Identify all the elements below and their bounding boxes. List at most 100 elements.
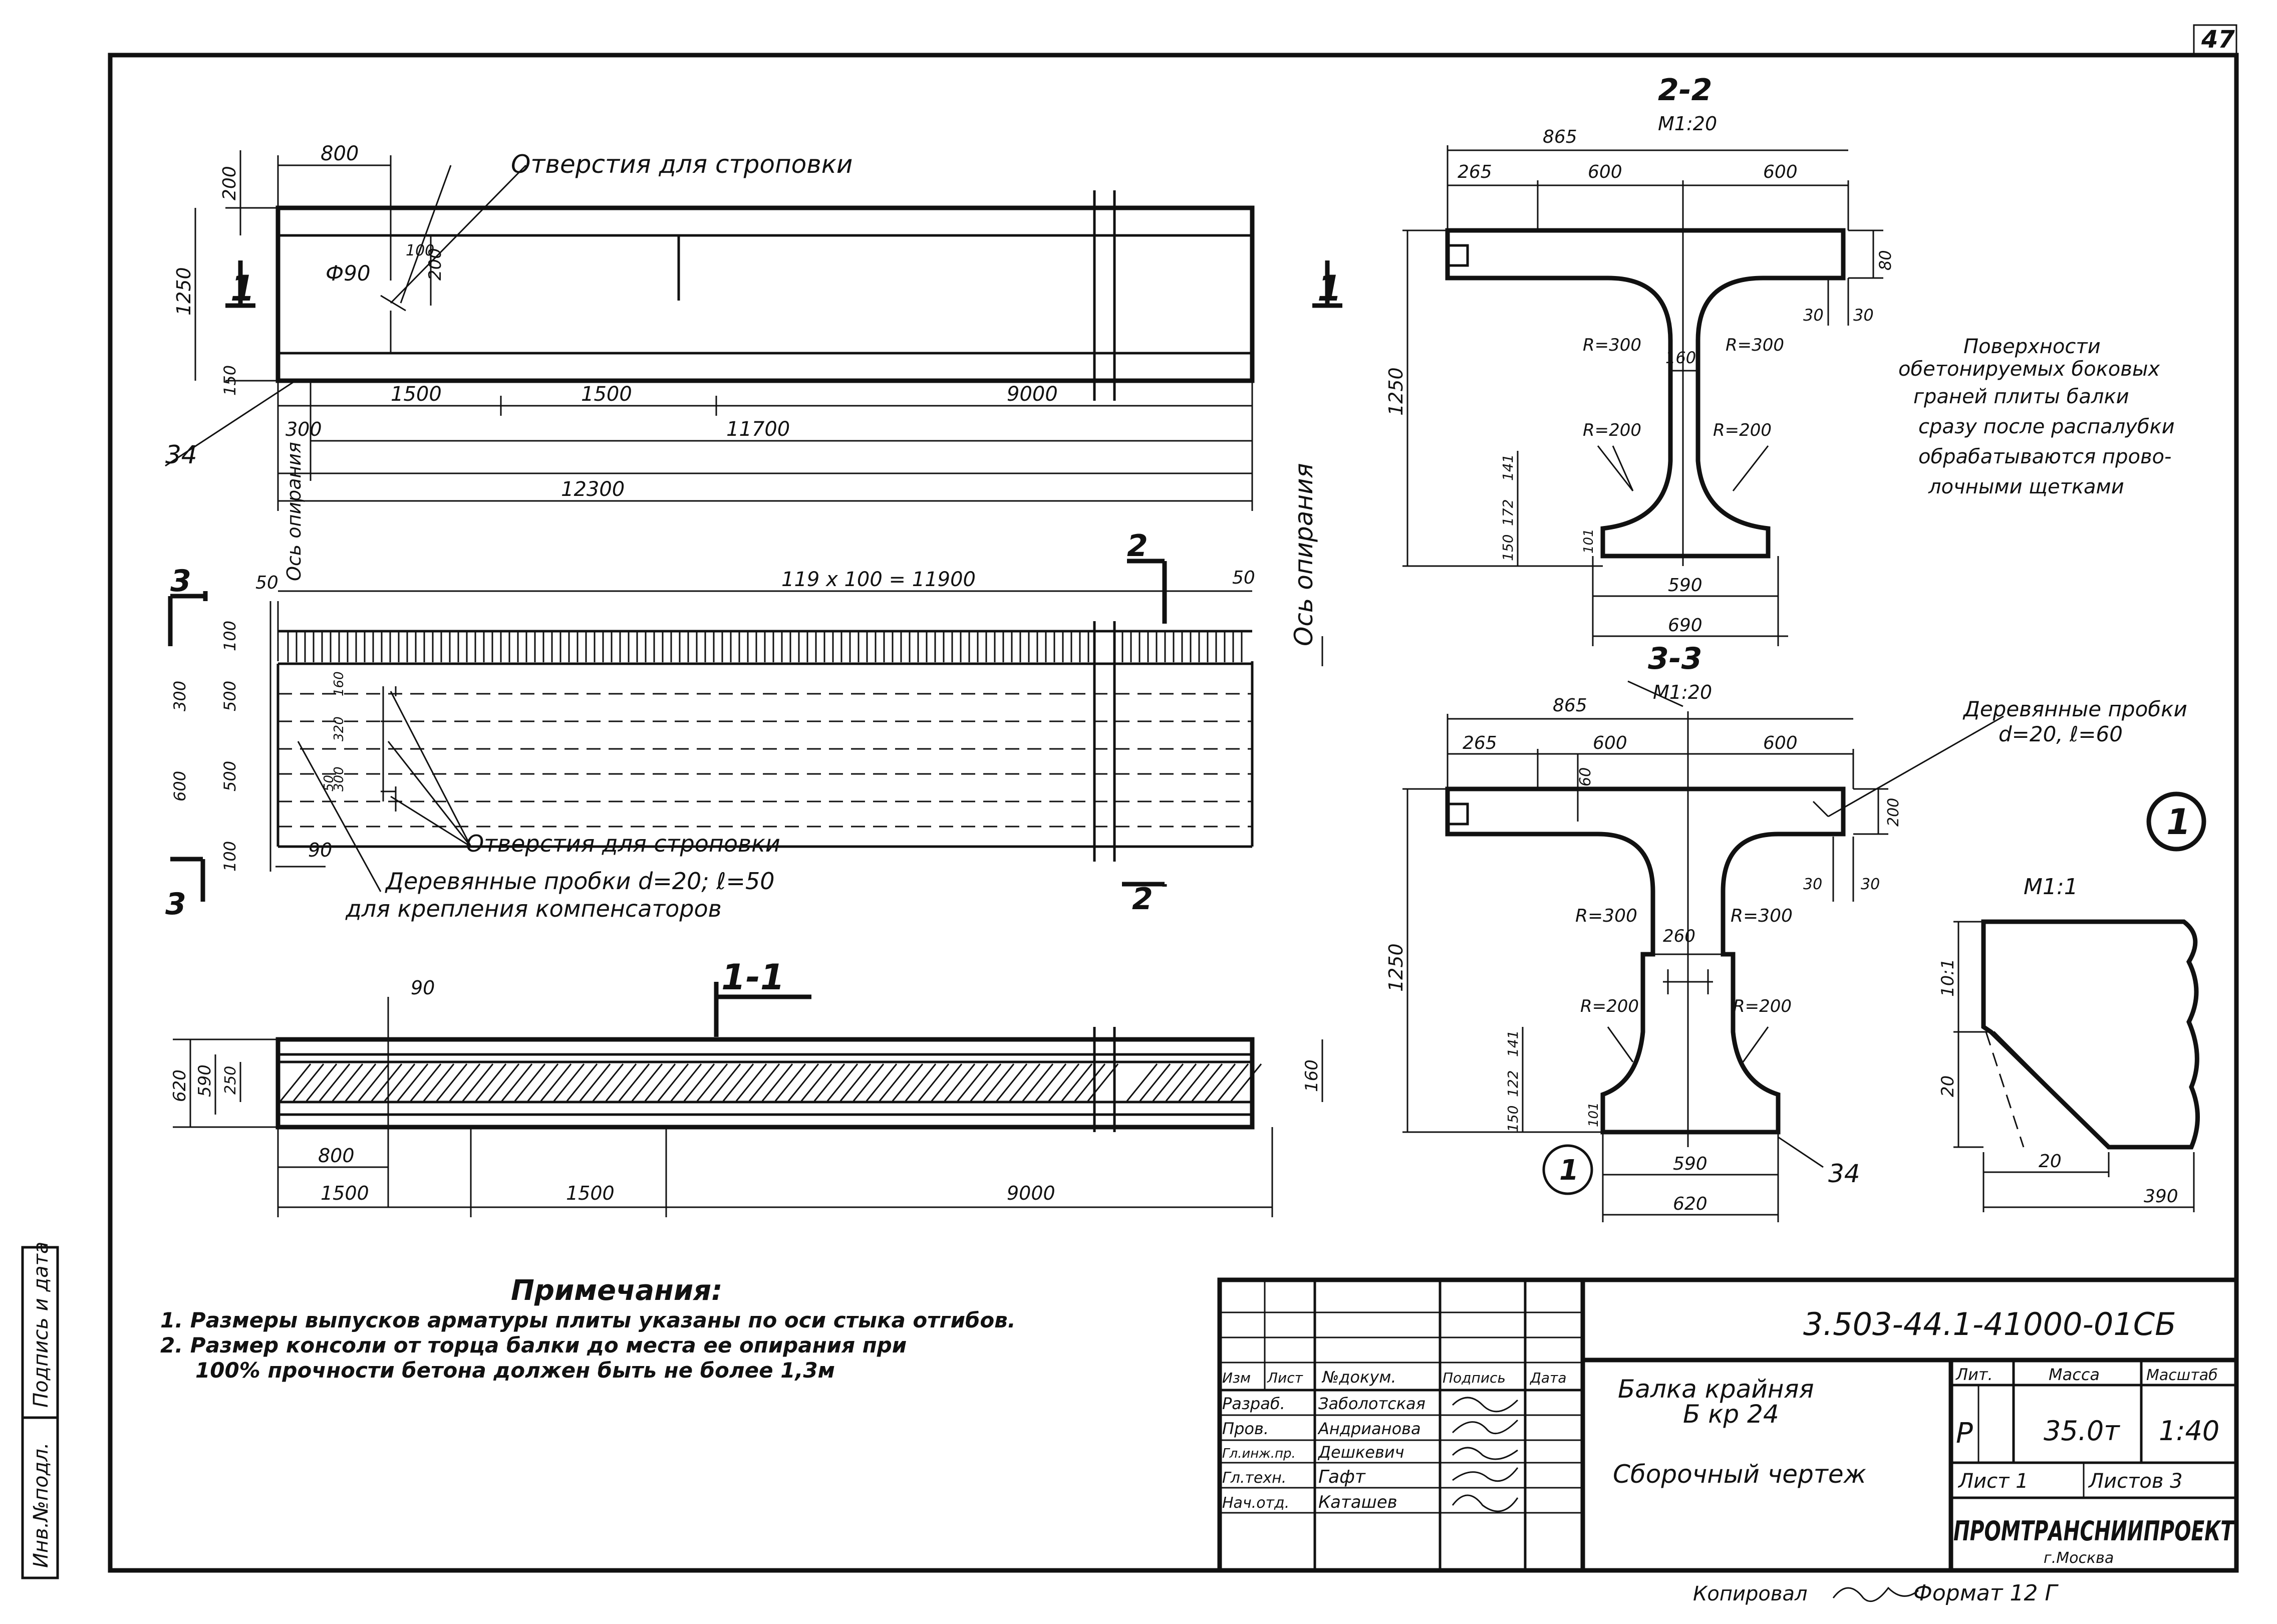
hatch-line (983, 1063, 1015, 1102)
tb-name-row-5: Каташев (1318, 1492, 1397, 1512)
hatch-line (293, 1063, 325, 1102)
hatch-line (631, 1063, 663, 1102)
sheet-frame (21, 24, 2239, 1579)
tb-name-3: Сборочный чертеж (1613, 1460, 1866, 1489)
dim-s33-265: 265 (1463, 733, 1497, 753)
hatch-line (462, 1063, 494, 1102)
tb-role-4: Гл.техн. (1222, 1469, 1286, 1487)
tb-name-row-2: Андрианова (1317, 1419, 1421, 1438)
dim-s33-60: 60 (1577, 767, 1594, 786)
hatch-line (501, 1063, 533, 1102)
dim-s11-90: 90 (411, 977, 435, 999)
dim-s33-122: 122 (1505, 1070, 1521, 1097)
hatch-line (1178, 1063, 1210, 1102)
tb-scale-label: Масштаб (2146, 1367, 2218, 1384)
tb-lit-label: Лит. (1955, 1365, 1993, 1384)
label-holes-top: Отверстия для строповки (511, 150, 852, 179)
beam-plan-view (165, 150, 1342, 511)
hatch-line (787, 1063, 819, 1102)
dim-top-11700: 11700 (726, 418, 790, 441)
tb-name-row-4: Гафт (1318, 1467, 1366, 1487)
surface-note-4: сразу после распалубки (1918, 415, 2175, 438)
dim-s22-600b: 600 (1763, 162, 1798, 182)
notes-block: Примечания: 1. Размеры выпусков арматуры… (160, 1274, 1016, 1383)
dim-node-390: 390 (2144, 1186, 2178, 1207)
surface-note-3: граней плиты балки (1913, 385, 2129, 408)
hatch-line (1009, 1063, 1041, 1102)
label-holes-mid: Отверстия для строповки (466, 830, 780, 857)
tb-org-2: г.Москва (2044, 1549, 2114, 1567)
dim-s33-141: 141 (1505, 1030, 1521, 1057)
dim-node-20a: 20 (1938, 1075, 1958, 1097)
dim-mid-160: 160 (332, 671, 347, 696)
dim-s22-30b: 30 (1853, 306, 1874, 325)
tb-name-row-1: Заболотская (1318, 1394, 1426, 1413)
tb-role-3: Гл.инж.пр. (1222, 1446, 1296, 1461)
dim-s22-1250: 1250 (1385, 367, 1407, 416)
surface-note-2: обетонируемых боковых (1898, 358, 2160, 381)
label-axis-left: Ось опирания (283, 442, 305, 581)
tb-head-date: Дата (1529, 1370, 1567, 1386)
hatch-line (358, 1063, 390, 1102)
dim-s22-30a: 30 (1803, 306, 1824, 325)
label-cut-3-top: 3 (170, 564, 191, 599)
surface-note-1: Поверхности (1963, 335, 2101, 358)
label-phi90: Ф90 (326, 261, 371, 286)
dim-top-100: 100 (406, 242, 434, 259)
hatch-line (449, 1063, 481, 1102)
label-plugs-mid-2: для крепления компенсаторов (345, 895, 722, 922)
tb-sheet: Лист 1 (1957, 1470, 2029, 1493)
dim-mid-50a: 50 (255, 573, 278, 593)
hatch-line (813, 1063, 845, 1102)
label-node-scale: М1:1 (2024, 874, 2078, 900)
section-3-3 (1402, 680, 2206, 1222)
side-stamp-inventory: Инв.№подл. (30, 1442, 53, 1568)
label-section-1-1: 1-1 (721, 957, 784, 998)
corner-number: 47 (2201, 26, 2235, 54)
dim-mid-50b: 50 (1232, 568, 1255, 588)
section-2-2 (1402, 145, 1883, 646)
dim-s33-150: 150 (1505, 1106, 1521, 1132)
dim-s22-600a: 600 (1588, 162, 1622, 182)
hatch-line (918, 1063, 950, 1102)
dim-s22-590: 590 (1668, 575, 1702, 596)
hatch-line (371, 1063, 403, 1102)
dim-s11-9000: 9000 (1007, 1182, 1055, 1204)
hatch-line (774, 1063, 806, 1102)
hatch-line (1022, 1063, 1054, 1102)
dim-s33-30a: 30 (1803, 876, 1822, 893)
dim-s11-590: 590 (195, 1064, 215, 1097)
hatch-line (553, 1063, 585, 1102)
hatch-line (1217, 1063, 1249, 1102)
hatch-line (1230, 1063, 1262, 1102)
hatch-line (892, 1063, 924, 1102)
hatch-line (970, 1063, 1002, 1102)
hatch-line (605, 1063, 637, 1102)
dim-mid-500a: 500 (220, 681, 239, 711)
hatch-line (1074, 1063, 1106, 1102)
dim-mid-119x100: 119 x 100 = 11900 (781, 568, 976, 591)
label-section-3-3: 3-3 (1648, 641, 1702, 676)
dim-s33-600b: 600 (1763, 733, 1798, 753)
hatch-line (436, 1063, 468, 1102)
hatch-line (696, 1063, 728, 1102)
stud-row (287, 632, 1243, 662)
note-2b: 100% прочности бетона должен быть не бол… (195, 1358, 835, 1383)
hatch-line (826, 1063, 859, 1102)
dim-mid-50: 50 (322, 775, 337, 791)
dim-s22-r200b: R=200 (1713, 420, 1772, 440)
callout-1-large: 1 (2166, 801, 2191, 843)
dim-top-300: 300 (286, 418, 322, 440)
hatch-line (397, 1063, 429, 1102)
surface-note-6: лочными щетками (1928, 475, 2124, 498)
label-cut-3-bottom: 3 (165, 887, 186, 922)
note-2a: 2. Размер консоли от торца балки до мест… (160, 1333, 907, 1358)
label-34-section: 34 (1828, 1159, 1860, 1188)
label-axis-right: Ось опирания (1289, 463, 1318, 646)
hatch-line (279, 1063, 312, 1102)
tb-name-row-3: Дешкевич (1317, 1443, 1404, 1462)
dim-s33-r200a: R=200 (1580, 996, 1639, 1016)
hatch-line (319, 1063, 351, 1102)
label-cut-2-top: 2 (1127, 528, 1148, 564)
